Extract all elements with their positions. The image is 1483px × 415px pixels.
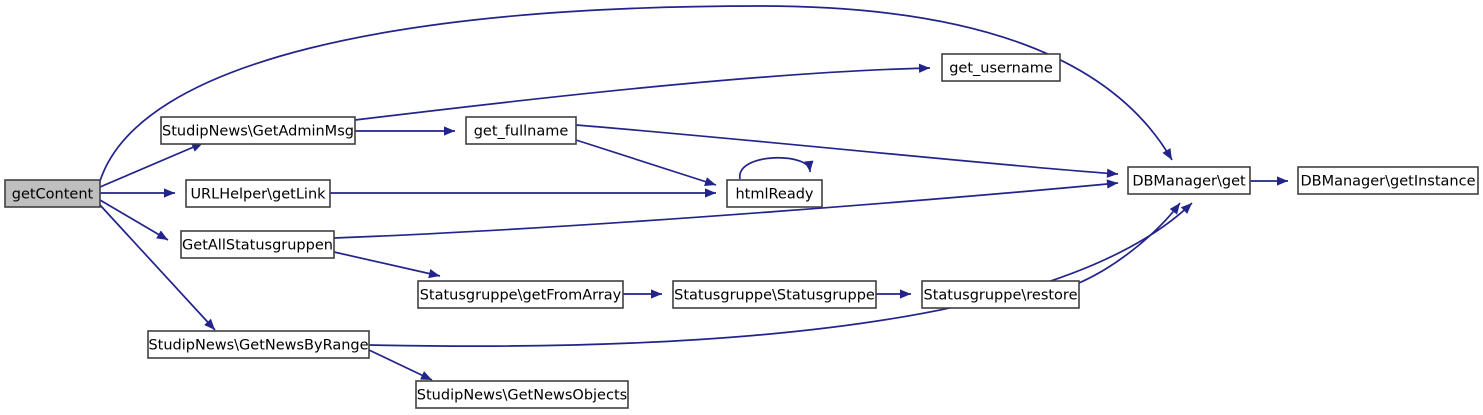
node-box[interactable] <box>180 230 335 259</box>
node-box[interactable] <box>4 179 101 208</box>
node-box[interactable] <box>726 179 823 208</box>
edge-line <box>368 202 1193 348</box>
node-GetNewsObjects[interactable]: StudipNews\GetNewsObjects <box>415 380 629 409</box>
edge-GetNewsByRange-to-GetNewsObjects <box>368 349 433 381</box>
edge-get_fullname-to-htmlReady <box>575 139 717 187</box>
edge-line <box>99 204 216 331</box>
arrow-head-icon <box>420 371 432 380</box>
node-getFromArray[interactable]: Statusgruppe\getFromArray <box>417 280 624 309</box>
node-restore[interactable]: Statusgruppe\restore <box>921 280 1080 309</box>
edge-getContent-to-GetAllStatusgruppen <box>99 199 169 241</box>
edge-htmlReady-to-htmlReady <box>739 157 814 180</box>
edge-getContent-to-getLink <box>100 188 175 198</box>
edge-line <box>99 142 204 188</box>
node-box[interactable] <box>415 380 629 409</box>
node-DBManagerGetInstance[interactable]: DBManager\getInstance <box>1297 166 1479 195</box>
arrow-head-icon <box>1169 203 1180 215</box>
edge-GetAdminMsg-to-get_username <box>354 63 931 121</box>
edge-GetAdminMsg-to-get_fullname <box>355 126 455 136</box>
edge-line <box>1078 202 1181 284</box>
edge-GetAllStatusgruppen-to-getFromArray <box>333 251 441 279</box>
edge-line <box>368 349 433 381</box>
node-DBManagerGet[interactable]: DBManager\get <box>1127 166 1251 195</box>
edge-getContent-to-GetNewsByRange <box>99 204 216 331</box>
arrow-head-icon <box>1180 203 1192 214</box>
arrow-head-icon <box>444 126 455 136</box>
node-box[interactable] <box>921 280 1080 309</box>
node-box[interactable] <box>417 280 624 309</box>
node-getContent[interactable]: getContent <box>4 179 101 208</box>
edge-line <box>575 124 1119 175</box>
arrow-head-icon <box>156 230 168 240</box>
node-box[interactable] <box>147 330 370 359</box>
edge-line <box>333 251 441 277</box>
arrow-head-icon <box>428 269 440 279</box>
node-box[interactable] <box>160 116 356 145</box>
edge-get_fullname-to-DBManagerGet <box>575 124 1119 178</box>
arrow-head-icon <box>1277 176 1288 186</box>
node-Statusgruppe[interactable]: Statusgruppe\Statusgruppe <box>672 280 877 309</box>
arrow-head-icon <box>704 177 716 187</box>
edge-line <box>333 182 1119 239</box>
arrow-head-icon <box>804 160 814 172</box>
arrow-head-icon <box>1106 179 1118 189</box>
nodes-layer: getContent StudipNews\GetAdminMsgURLHelpe… <box>4 53 1479 409</box>
edge-line <box>575 139 717 186</box>
arrow-head-icon <box>1162 148 1172 160</box>
edge-line <box>354 67 931 121</box>
edge-restore-to-DBManagerGet <box>1078 202 1181 284</box>
edge-getContent-to-DBManagerGet <box>99 5 1173 182</box>
edge-line <box>99 5 1173 182</box>
arrow-head-icon <box>191 143 203 152</box>
edge-GetAllStatusgruppen-to-DBManagerGet <box>333 179 1119 239</box>
edges-layer <box>99 5 1288 381</box>
arrow-head-icon <box>1106 168 1118 178</box>
node-GetNewsByRange[interactable]: StudipNews\GetNewsByRange <box>147 330 370 359</box>
node-htmlReady[interactable]: htmlReady <box>726 179 823 208</box>
arrow-head-icon <box>705 188 716 198</box>
node-getLink[interactable]: URLHelper\getLink <box>185 179 331 208</box>
arrow-head-icon <box>204 318 215 330</box>
node-GetAdminMsg[interactable]: StudipNews\GetAdminMsg <box>160 116 356 145</box>
node-get_username[interactable]: get_username <box>941 53 1061 82</box>
node-box[interactable] <box>185 179 331 208</box>
edge-line <box>739 157 811 180</box>
node-box[interactable] <box>1297 166 1479 195</box>
node-GetAllStatusgruppen[interactable]: GetAllStatusgruppen <box>180 230 335 259</box>
arrow-head-icon <box>164 188 175 198</box>
edge-Statusgruppe-to-restore <box>876 289 911 299</box>
node-box[interactable] <box>465 116 577 145</box>
node-box[interactable] <box>1127 166 1251 195</box>
edge-DBManagerGet-to-DBManagerGetInstance <box>1250 176 1288 186</box>
arrow-head-icon <box>900 289 911 299</box>
node-box[interactable] <box>672 280 877 309</box>
edge-line <box>99 199 169 241</box>
edge-getContent-to-GetAdminMsg <box>99 142 204 188</box>
arrow-head-icon <box>651 289 662 299</box>
node-get_fullname[interactable]: get_fullname <box>465 116 577 145</box>
arrow-head-icon <box>918 63 930 73</box>
edge-GetNewsByRange-to-DBManagerGet <box>368 202 1193 348</box>
edge-getLink-to-htmlReady <box>330 188 716 198</box>
node-box[interactable] <box>941 53 1061 82</box>
edge-getFromArray-to-Statusgruppe <box>623 289 662 299</box>
